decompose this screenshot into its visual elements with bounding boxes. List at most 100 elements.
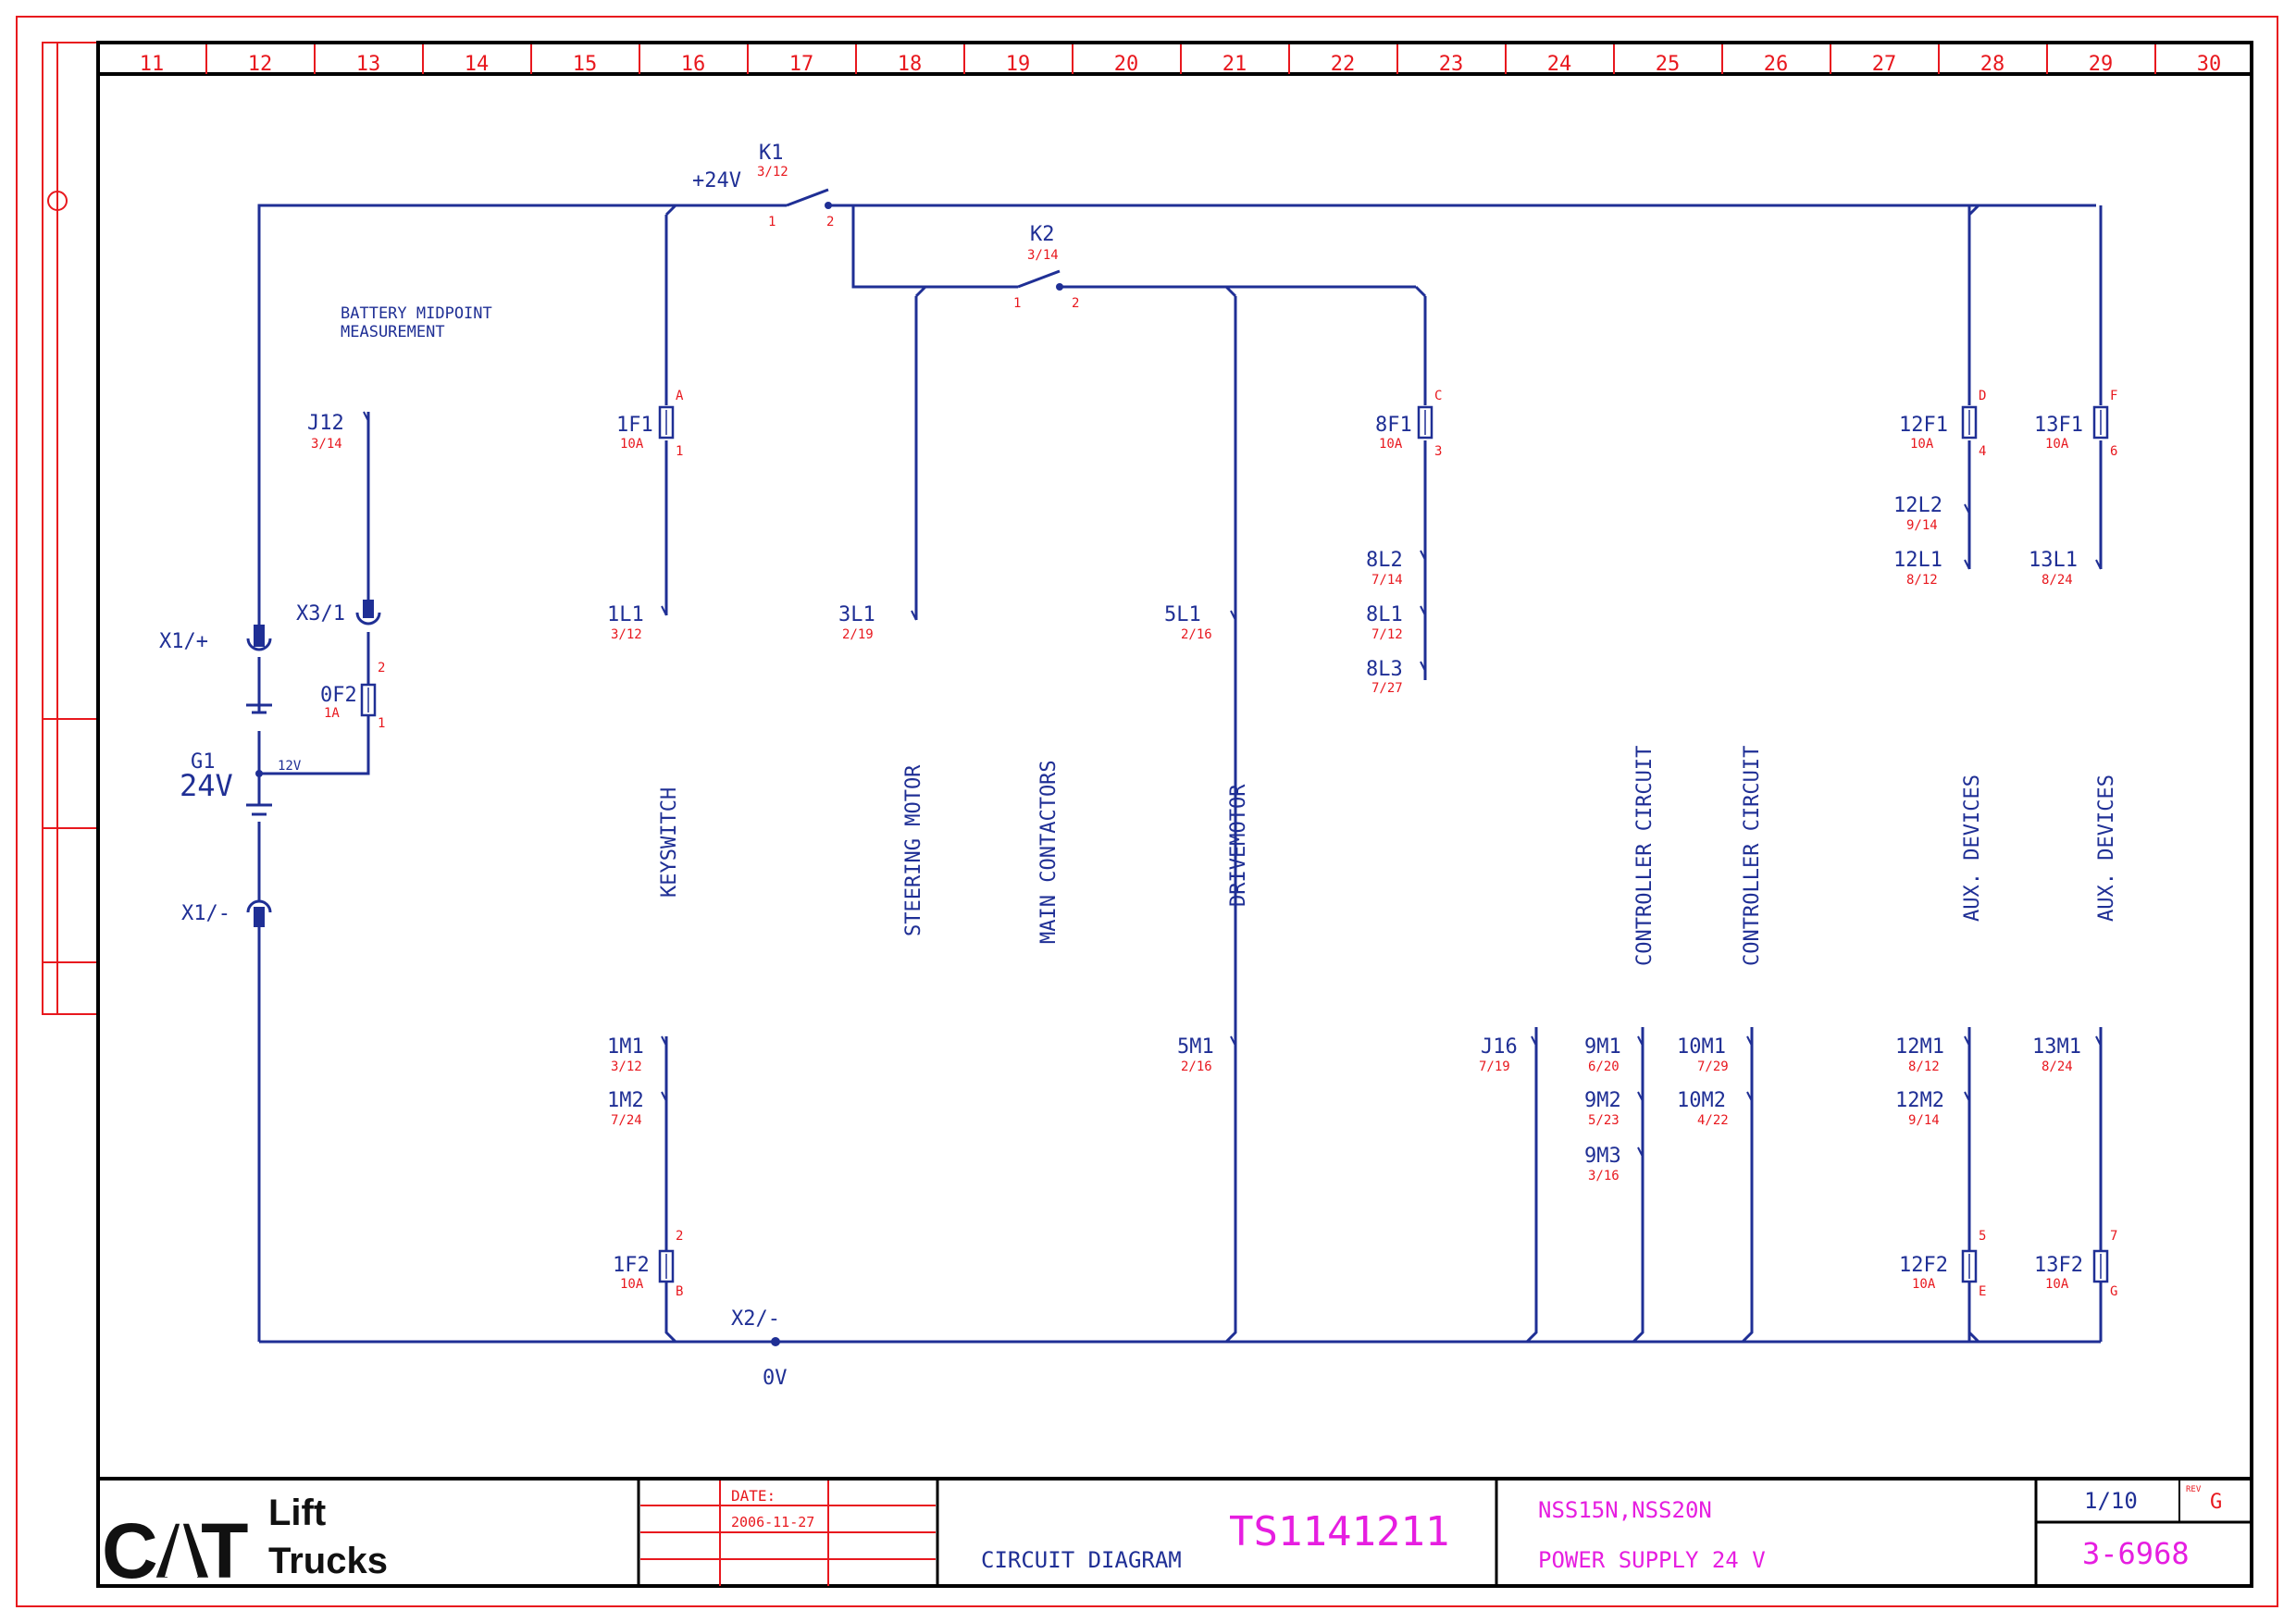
k1-to-k2 (851, 205, 1018, 289)
j12-ref: 3/14 (311, 437, 342, 452)
title-block: CAT Lift Trucks DATE: 2006-11-27 CIRCUIT… (98, 1477, 2252, 1594)
connector-x1-minus (254, 907, 265, 927)
fuse-rating: 10A (2045, 437, 2069, 452)
fuse-pin: 2 (676, 1229, 683, 1244)
ref-name: 12L1 (1893, 549, 1942, 572)
sheet-frame (16, 16, 2278, 1607)
drawing-border (96, 41, 2253, 1588)
column-number: 18 (898, 53, 923, 76)
ref-name: 8L1 (1366, 603, 1403, 626)
models: NSS15N,NSS20N (1538, 1497, 1712, 1523)
fuse-pin: 2 (378, 661, 385, 675)
ref-name: 13M1 (2032, 1035, 2081, 1059)
fuse-pin: D (1979, 389, 1986, 403)
ref-target: 2/19 (842, 627, 874, 642)
column-number: 26 (1764, 53, 1789, 76)
ref-target: 2/16 (1181, 1059, 1212, 1074)
fuse-rating: 10A (620, 1277, 644, 1292)
ref-target: 7/19 (1479, 1059, 1510, 1074)
fuse-rating: 10A (620, 437, 644, 452)
x1-plus-label: X1/+ (159, 630, 208, 653)
fuse-pin: B (676, 1284, 683, 1299)
ref-name: 9M2 (1584, 1089, 1621, 1112)
k2-pin2: 2 (1072, 296, 1079, 311)
fuse-pin: 3 (1434, 444, 1442, 459)
column-number: 12 (248, 53, 273, 76)
fuse-pin: A (676, 389, 684, 403)
ref-target: 9/14 (1908, 1113, 1940, 1128)
sheet-number: 1/10 (2084, 1488, 2138, 1514)
fuse-name: 0F2 (320, 684, 357, 707)
fuse-pin: 6 (2110, 444, 2117, 459)
x3-label: X3/1 (296, 602, 345, 626)
fuse-name: 8F1 (1375, 414, 1412, 437)
fuse-rating: 10A (2045, 1277, 2069, 1292)
column-number: 28 (1980, 53, 2005, 76)
ref-ticks (363, 411, 2102, 1158)
battery-name: G1 (191, 750, 216, 774)
fuse-rating: 1A (324, 706, 340, 721)
logo-lift: Lift (268, 1493, 326, 1533)
column-number: 13 (356, 53, 381, 76)
ref-target: 6/20 (1588, 1059, 1620, 1074)
ref-name: J16 (1481, 1035, 1518, 1059)
fuse-name: 12F2 (1899, 1254, 1948, 1277)
ref-target: 8/12 (1906, 573, 1938, 588)
k2-pin1: 1 (1013, 296, 1021, 311)
ref-target: 8/12 (1908, 1059, 1940, 1074)
junction-dots (255, 202, 1063, 1346)
column-numbers: 11 12 13 14 15 16 17 18 19 20 21 22 23 2… (140, 53, 2222, 76)
top-rail-left (257, 204, 787, 633)
logo-trucks: Trucks (268, 1541, 388, 1581)
fuse-name: 1F2 (613, 1254, 650, 1277)
column-number: 25 (1656, 53, 1681, 76)
cat-logo: CAT Lift Trucks (102, 1493, 388, 1594)
fuse-pin: 4 (1979, 444, 1986, 459)
note-line1: BATTERY MIDPOINT (341, 304, 492, 323)
circuit-captions: KEYSWITCH STEERING MOTOR MAIN CONTACTORS… (658, 746, 2118, 966)
note-line2: MEASUREMENT (341, 323, 445, 341)
branch-drive (1224, 296, 1237, 1344)
fuse-pin: C (1434, 389, 1442, 403)
ref-name: 13L1 (2029, 549, 2078, 572)
x2-label: X2/- (731, 1307, 780, 1331)
circuit-caption: CONTROLLER CIRCUIT (1741, 746, 1764, 966)
ref-name: 12L2 (1893, 494, 1942, 517)
circuit-caption: DRIVEMOTOR (1227, 784, 1250, 907)
drawing-number: TS1141211 (1229, 1508, 1449, 1555)
column-number: 15 (573, 53, 598, 76)
ref-target: 7/29 (1697, 1059, 1729, 1074)
ref-target: 3/12 (611, 627, 642, 642)
fuse-pin: E (1979, 1284, 1986, 1299)
column-number: 20 (1114, 53, 1139, 76)
ref-target: 8/24 (2042, 573, 2073, 588)
fuse-pin: G (2110, 1284, 2117, 1299)
branch-j16 (1525, 1027, 1538, 1344)
fuse-pin: 5 (1979, 1229, 1986, 1244)
connector-x1-plus (254, 625, 265, 647)
x1-minus-label: X1/- (181, 902, 230, 925)
ref-name: 1L1 (607, 603, 644, 626)
rev-label: REV (2186, 1485, 2202, 1494)
ref-name: 12M1 (1895, 1035, 1944, 1059)
column-number: 29 (2089, 53, 2114, 76)
k2-switch (1017, 269, 1061, 289)
ref-target: 3/12 (611, 1059, 642, 1074)
ref-name: 5M1 (1177, 1035, 1214, 1059)
column-number: 30 (2197, 53, 2222, 76)
fuse-name: 12F1 (1899, 414, 1948, 437)
ref-target: 7/12 (1371, 627, 1403, 642)
reference-labels: 1L1 3/12 3L1 2/19 5L1 2/16 8L2 7/14 8L1 … (607, 494, 2081, 1183)
column-dividers (205, 44, 2156, 74)
fuse-rating: 10A (1379, 437, 1403, 452)
ref-target: 7/27 (1371, 681, 1403, 696)
fuse-name: 13F1 (2034, 414, 2083, 437)
column-number: 21 (1222, 53, 1247, 76)
column-number: 11 (140, 53, 165, 76)
battery-mid: 12V (278, 759, 302, 774)
column-number: 19 (1006, 53, 1031, 76)
fuse-pin: F (2110, 389, 2117, 403)
battery-symbol (246, 703, 272, 816)
ref-target: 4/22 (1697, 1113, 1729, 1128)
